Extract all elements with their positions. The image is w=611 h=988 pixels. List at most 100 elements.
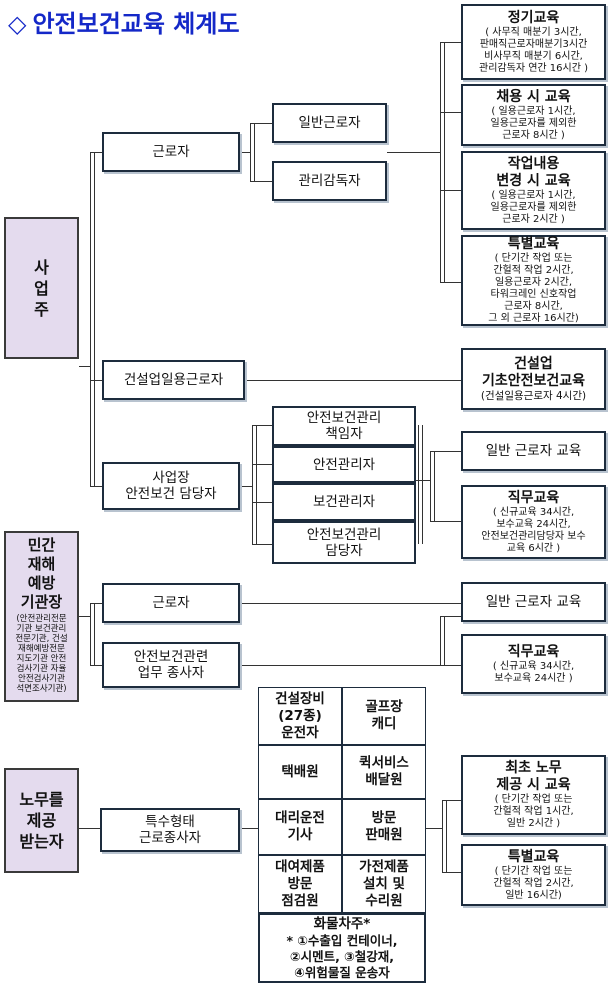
connector — [252, 425, 253, 544]
type-designated-driver: 대리운전 기사 — [258, 799, 342, 855]
employer-name: 주 — [34, 299, 49, 319]
connector — [430, 451, 461, 452]
connector — [90, 152, 91, 486]
connector — [90, 603, 102, 604]
hiring-education-box: 채용 시 교육 ( 일용근로자 1시간, 일용근로자를 제외한 근로자 8시간 … — [461, 84, 606, 146]
connector — [416, 480, 430, 481]
connector — [254, 123, 255, 181]
labor-recipient-name: 노무를 — [19, 790, 64, 809]
workers-box: 근로자 — [102, 132, 240, 172]
page-title: ◇안전보건교육 체계도 — [8, 4, 240, 39]
connector — [90, 380, 102, 381]
connector — [94, 603, 95, 665]
agency-box: 민간 재해 예방 기관장 (안전관리전문 기관 보건관리 전문기관, 건설 재해… — [4, 531, 79, 702]
role-health-manager: 보건관리자 — [272, 483, 416, 521]
connector — [434, 451, 435, 521]
type-quick-service: 퀵서비스 배달원 — [342, 745, 426, 799]
connector — [240, 486, 252, 487]
safety-health-staff-box: 안전보건관련 업무 종사자 — [102, 642, 240, 688]
type-appliance-installer: 가전제품 설치 및 수리원 — [342, 855, 426, 913]
connector — [90, 152, 102, 153]
regular-education-box: 정기교육 ( 사무직 매분기 3시간, 판매직근로자매분기3시간 비사무직 매분… — [461, 4, 606, 80]
connector — [250, 123, 251, 181]
connector — [256, 425, 257, 544]
connector — [240, 828, 258, 829]
connector — [90, 603, 91, 665]
connector — [252, 425, 272, 426]
type-construction-equipment-driver: 건설장비 (27종) 운전자 — [258, 687, 342, 745]
connector — [442, 800, 443, 872]
connector — [440, 665, 461, 666]
connector — [440, 616, 441, 665]
connector — [440, 282, 461, 283]
connector — [90, 665, 102, 666]
connector — [430, 451, 431, 521]
agency-note: (안전관리전문 기관 보건관리 전문기관, 건설 재해예방전문 지도기관 안전 … — [15, 614, 68, 694]
page-title-text: 안전보건교육 체계도 — [32, 10, 240, 38]
connector — [252, 502, 272, 503]
connector — [79, 828, 100, 829]
site-safety-manager-box: 사업장 안전보건 담당자 — [102, 462, 240, 510]
connector — [240, 665, 440, 666]
connector — [440, 616, 461, 617]
connector — [252, 464, 272, 465]
diamond-icon: ◇ — [8, 10, 27, 38]
connector — [418, 425, 419, 544]
connector — [250, 123, 272, 124]
connector — [90, 486, 102, 487]
connector — [94, 152, 95, 486]
type-golf-caddie: 골프장 캐디 — [342, 687, 426, 745]
construction-basic-education-box: 건설업 기초안전보건교육 (건설일용근로자 4시간) — [461, 348, 606, 410]
agency-name: 예방 — [27, 574, 56, 592]
connector — [442, 800, 461, 801]
type-door-to-door-seller: 방문 판매원 — [342, 799, 426, 855]
labor-recipient-name: 받는자 — [19, 832, 64, 851]
connector — [240, 603, 461, 604]
connector — [79, 616, 90, 617]
general-worker-education-box: 일반 근로자 교육 — [461, 431, 606, 471]
connector — [250, 181, 272, 182]
connector — [444, 42, 445, 282]
connector — [430, 521, 461, 522]
connector — [440, 190, 461, 191]
role-safety-health-officer: 안전보건관리 담당자 — [272, 521, 416, 564]
agency-name: 재해 — [27, 555, 56, 573]
employer-name: 사 — [34, 257, 49, 277]
connector — [252, 544, 272, 545]
connector — [422, 425, 423, 544]
connector — [240, 152, 250, 153]
agency-name: 기관장 — [20, 593, 63, 611]
connector — [440, 112, 461, 113]
supervisor-box: 관리감독자 — [272, 161, 387, 201]
special-type-workers-box: 특수형태 근로종사자 — [100, 808, 240, 852]
general-worker-box: 일반근로자 — [272, 103, 387, 143]
cargo-owner-box: 화물차주* * ①수출입 컨테이너, ②시멘트, ③철강재, ④위험물질 운송자 — [258, 913, 426, 983]
agency-duty-education-box: 직무교육 ( 신규교육 34시간, 보수교육 24시간 ) — [461, 634, 606, 694]
role-safety-health-manager: 안전보건관리 책임자 — [272, 406, 416, 446]
type-rental-inspector: 대여제품 방문 점검원 — [258, 855, 342, 913]
type-delivery-worker: 택배원 — [258, 745, 342, 799]
connector — [79, 366, 90, 367]
employer-name: 업 — [34, 278, 49, 298]
labor-recipient-name: 제공 — [26, 811, 57, 830]
construction-daily-worker-box: 건설업일용근로자 — [102, 360, 245, 400]
agency-general-worker-education-box: 일반 근로자 교육 — [461, 582, 606, 622]
employer-box: 사 업 주 — [4, 217, 79, 359]
connector — [245, 380, 461, 381]
duty-education-box: 직무교육 ( 신규교육 34시간, 보수교육 24시간, 안전보건관리담당자 보… — [461, 485, 606, 559]
job-change-education-box: 작업내용 변경 시 교육 ( 일용근로자 1시간, 일용근로자를 제외한 근로자… — [461, 151, 606, 230]
connector — [440, 42, 461, 43]
agency-name: 민간 — [27, 536, 56, 554]
connector — [387, 152, 440, 153]
special-education-box: 특별교육 ( 단기간 작업 또는 간헐적 작업 2시간, 일용근로자 2시간, … — [461, 235, 606, 326]
first-labor-education-box: 최초 노무 제공 시 교육 ( 단기간 작업 또는 간헐적 작업 1시간, 일반… — [461, 755, 606, 835]
connector — [442, 872, 461, 873]
connector — [426, 828, 442, 829]
labor-special-education-box: 특별교육 ( 단기간 작업 또는 간헐적 작업 2시간, 일반 16시간) — [461, 844, 606, 906]
connector — [440, 42, 441, 282]
labor-recipient-box: 노무를 제공 받는자 — [4, 768, 79, 873]
connector — [446, 800, 447, 872]
role-safety-manager: 안전관리자 — [272, 446, 416, 483]
connector — [444, 616, 445, 665]
agency-workers-box: 근로자 — [102, 583, 240, 623]
